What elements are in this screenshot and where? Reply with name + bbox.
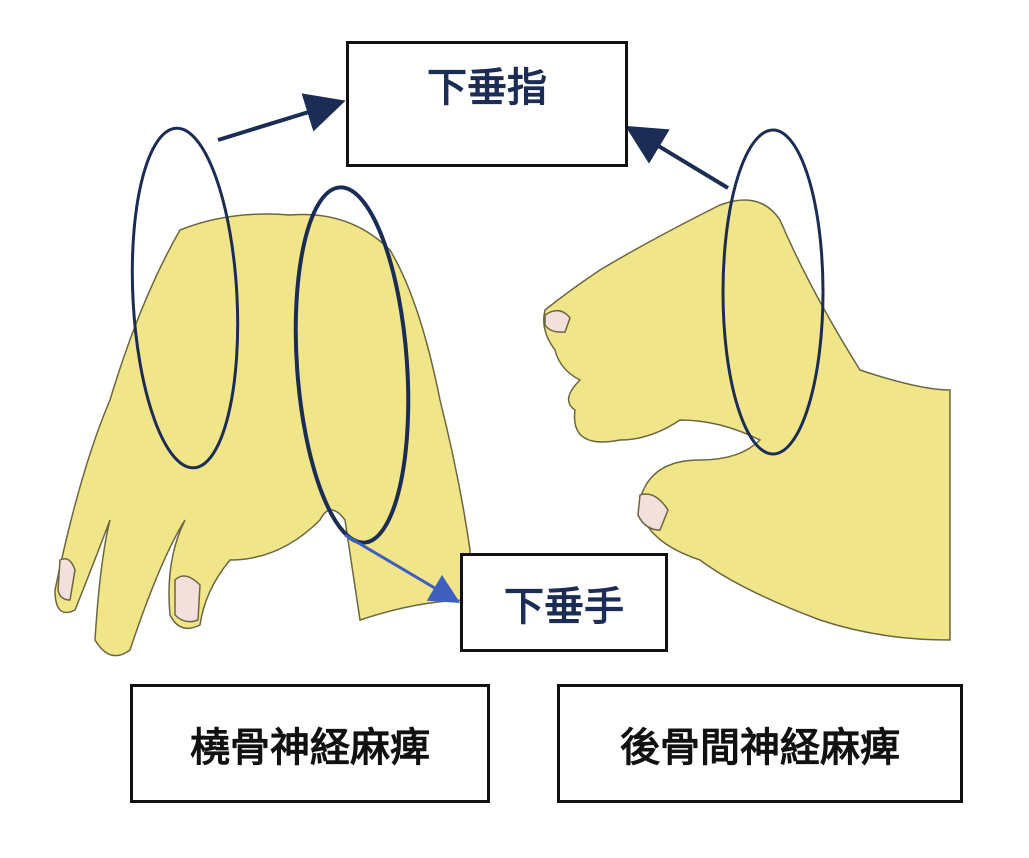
- posterior-interosseous-palsy-box: 後骨間神経麻痺: [557, 684, 963, 803]
- finger-drop-label-box: 下垂指: [346, 41, 628, 167]
- posterior-interosseous-palsy-label: 後骨間神経麻痺: [620, 724, 900, 771]
- radial-nerve-palsy-label: 橈骨神経麻痺: [190, 724, 430, 771]
- wrist-drop-label: 下垂手: [504, 583, 624, 630]
- arrow-to-finger-drop-right: [625, 125, 730, 190]
- right-hand-finger-drop: [543, 199, 951, 641]
- left-hand-wrist-drop: [54, 213, 471, 657]
- arrow-to-wrist-drop: [344, 533, 461, 604]
- finger-drop-label: 下垂指: [427, 65, 547, 111]
- highlight-ellipse-left-wrist: [293, 185, 411, 545]
- radial-nerve-palsy-box: 橈骨神経麻痺: [130, 684, 490, 803]
- arrow-to-finger-drop-left: [217, 93, 346, 142]
- wrist-drop-label-box: 下垂手: [460, 553, 668, 652]
- highlight-ellipse-left-fingers: [130, 126, 240, 470]
- highlight-ellipse-right-fingers: [721, 128, 825, 456]
